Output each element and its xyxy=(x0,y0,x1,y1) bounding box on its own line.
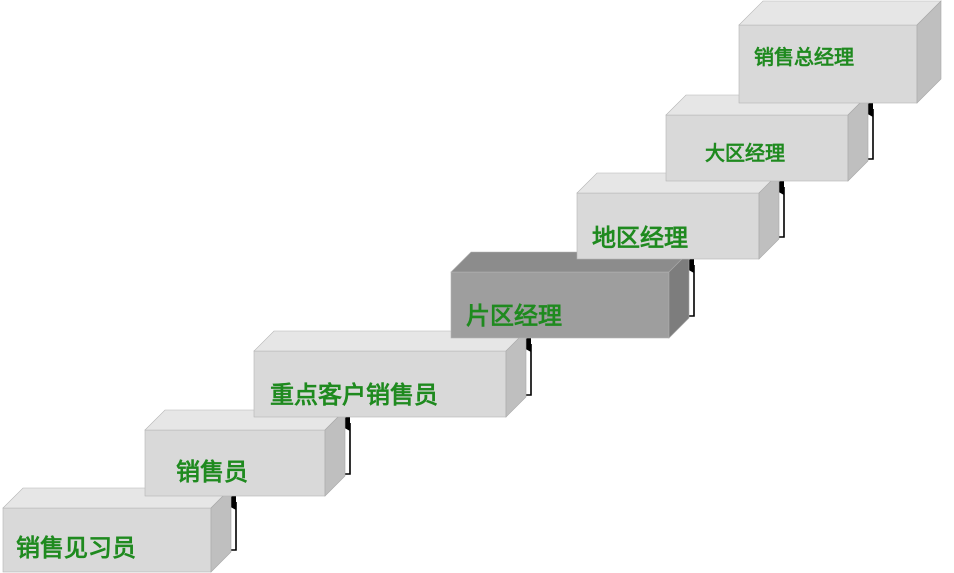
step-label: 大区经理 xyxy=(705,141,785,165)
step-box: 销售员 xyxy=(144,409,346,497)
step-box: 重点客户销售员 xyxy=(253,330,527,418)
step-label: 重点客户销售员 xyxy=(270,381,438,409)
step-box-top xyxy=(738,0,942,26)
step-label: 销售员 xyxy=(176,458,248,486)
step-box: 片区经理 xyxy=(450,251,690,339)
step-label: 地区经理 xyxy=(592,224,688,252)
step-box: 销售总经理 xyxy=(738,0,942,104)
step-box-front xyxy=(2,507,212,573)
step-box: 大区经理 xyxy=(665,94,869,182)
step-box-front xyxy=(738,24,918,104)
step-label: 片区经理 xyxy=(466,302,562,330)
step-box: 销售见习员 xyxy=(2,487,232,573)
step-box: 地区经理 xyxy=(576,172,780,260)
step-box-front xyxy=(144,429,326,497)
step-label: 销售见习员 xyxy=(16,534,136,562)
step-box-front xyxy=(665,114,849,182)
step-box-side xyxy=(916,0,942,104)
step-label: 销售总经理 xyxy=(754,45,854,69)
step-box-front xyxy=(576,192,760,260)
